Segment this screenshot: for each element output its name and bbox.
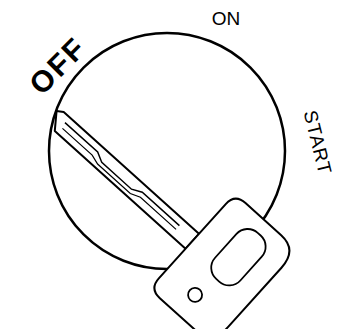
key-fob xyxy=(149,194,297,329)
key-groove xyxy=(60,128,176,233)
key-ring-hole xyxy=(185,285,205,305)
key-blade xyxy=(46,108,199,249)
ignition-key xyxy=(10,68,298,329)
key-groove xyxy=(62,123,180,230)
position-label: START xyxy=(301,108,335,176)
key-button xyxy=(205,223,272,292)
position-label: ON xyxy=(212,9,241,28)
